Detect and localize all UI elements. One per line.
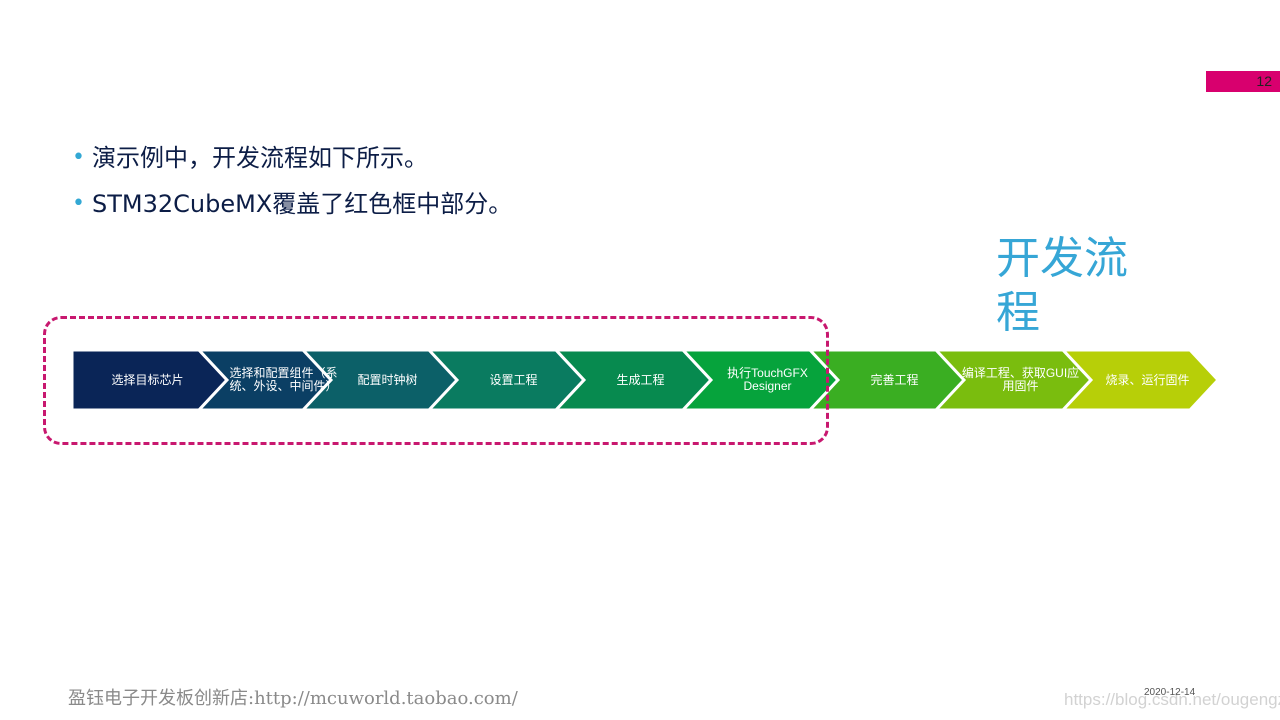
bullet-text: 演示例中，开发流程如下所示。 <box>92 144 428 172</box>
footer-shop-url: 盈钰电子开发板创新店:http://mcuworld.taobao.com/ <box>68 688 518 709</box>
step-label-complete-project: 完善工程 <box>870 372 919 387</box>
step-label-select-chip: 选择目标芯片 <box>111 372 184 387</box>
step-label-configure-components: 选择和配置组件（系统、外设、中间件） <box>229 366 338 393</box>
side-title: 开发流程 <box>996 233 1128 338</box>
step-label-flash-run: 烧录、运行固件 <box>1105 372 1190 387</box>
step-label-compile-firmware: 编译工程、获取GUI应用固件 <box>961 366 1080 393</box>
step-label-generate-project: 生成工程 <box>616 372 665 387</box>
bullet-item: • STM32CubeMX覆盖了红色框中部分。 <box>72 186 512 232</box>
process-step-arrow <box>1059 350 1220 412</box>
page-number-badge: 12 <box>1206 71 1280 92</box>
step-label-touchgfx-designer: 执行TouchGFX Designer <box>727 366 808 393</box>
step-label-project-settings: 设置工程 <box>489 372 538 387</box>
watermark: https://blog.csdn.net/ougengz <box>1064 690 1280 709</box>
footer-date: 2020-12-14 <box>1144 687 1196 698</box>
bullet-dot-icon: • <box>72 191 85 216</box>
bullet-list: • 演示例中，开发流程如下所示。 • STM32CubeMX覆盖了红色框中部分。 <box>72 140 512 232</box>
bullet-item: • 演示例中，开发流程如下所示。 <box>72 140 512 186</box>
cubemx-coverage-frame <box>43 316 829 445</box>
process-flow-arrows <box>72 350 1220 412</box>
process-flow <box>72 350 1220 412</box>
page-number: 12 <box>1256 73 1272 89</box>
bullet-dot-icon: • <box>72 145 85 170</box>
bullet-text: STM32CubeMX覆盖了红色框中部分。 <box>92 190 513 218</box>
step-label-clock-tree: 配置时钟树 <box>357 372 418 387</box>
